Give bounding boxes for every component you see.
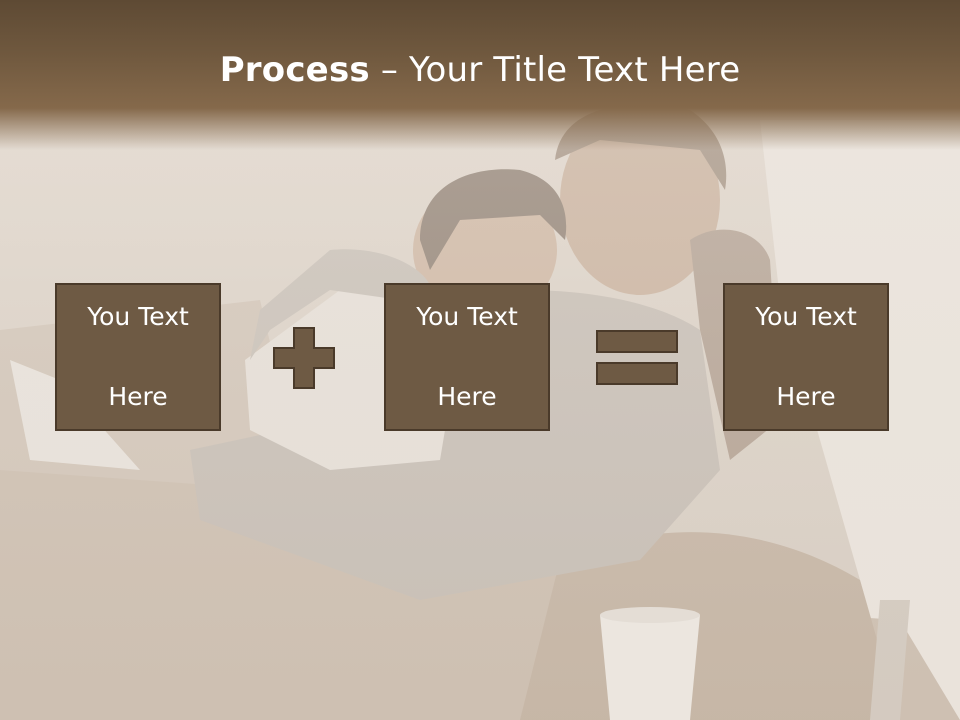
step-2-line-2: Here [437,382,497,411]
equals-icon [596,330,678,385]
slide-title: Process – Your Title Text Here [0,50,960,90]
step-2-line-1: You Text [416,302,518,331]
title-bold: Process [219,50,370,90]
title-rest: – Your Title Text Here [369,50,741,90]
step-1-line-2: Here [108,382,168,411]
step-1-line-1: You Text [87,302,189,331]
title-band [0,0,960,150]
plus-icon [273,327,335,389]
step-3-line-1: You Text [755,302,857,331]
step-3-line-2: Here [776,382,836,411]
